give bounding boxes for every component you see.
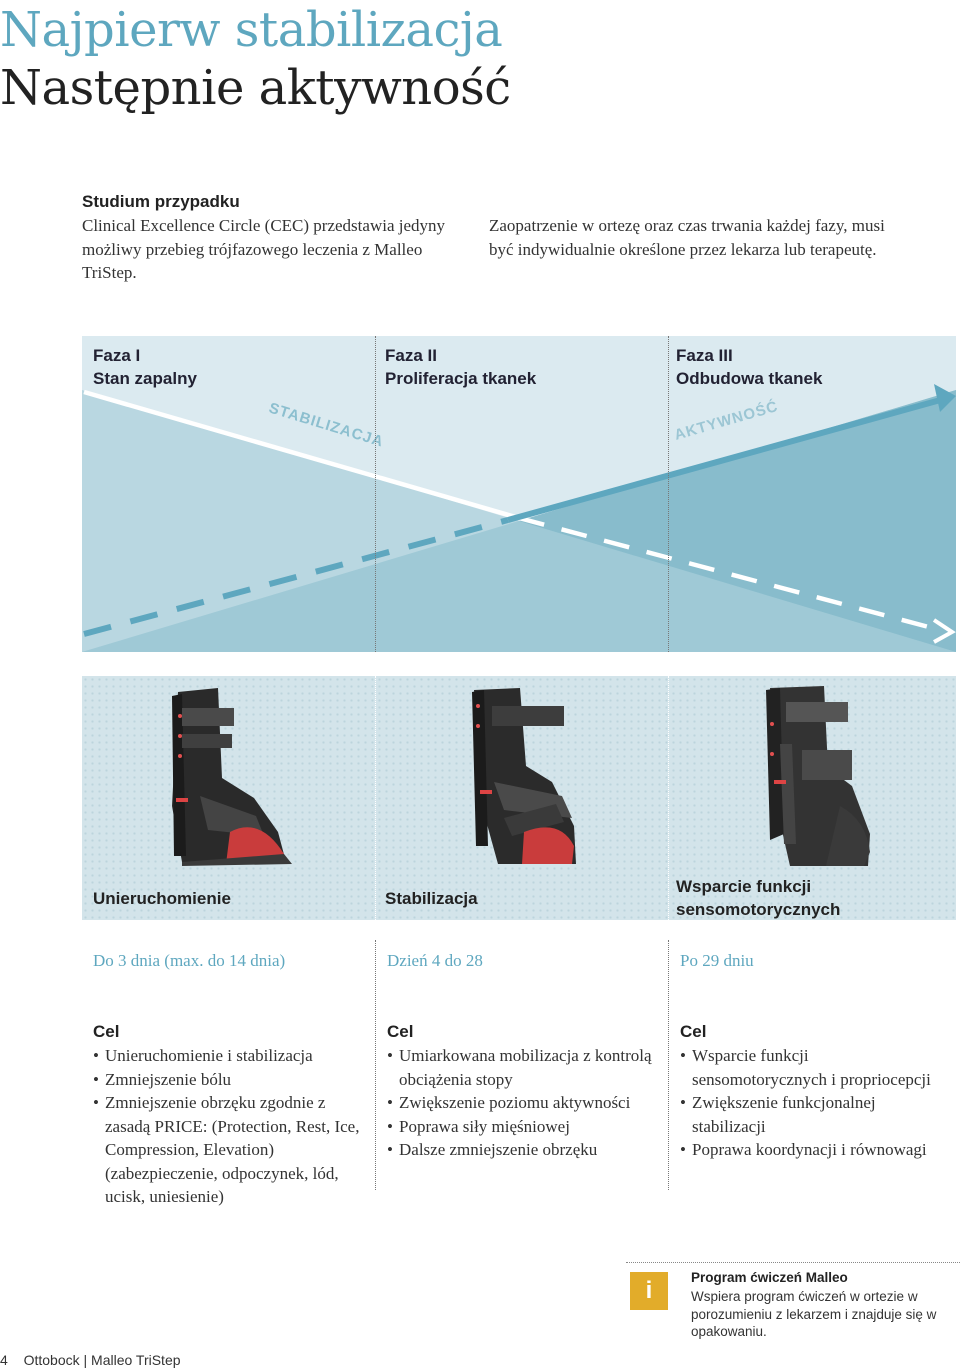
phase-3-label: Faza III Odbudowa tkanek bbox=[676, 344, 822, 390]
orthosis-stabilization-image bbox=[472, 688, 576, 864]
case-study-heading: Studium przypadku bbox=[82, 192, 240, 211]
activity-line-solid bbox=[507, 396, 945, 523]
goals-phase-2: Cel Umiarkowana mobilizacja z kontrolą o… bbox=[387, 1022, 662, 1162]
duration-phase-1: Do 3 dnia (max. do 14 dnia) bbox=[93, 951, 286, 970]
page-number: 4 bbox=[0, 1352, 8, 1368]
phase-3-name: Faza III bbox=[676, 346, 733, 365]
phase-1-name: Faza I bbox=[93, 346, 141, 365]
goal-separator-2 bbox=[668, 940, 669, 1190]
goals-phase-3: Cel Wsparcie funkcji sensomotorycznych i… bbox=[680, 1022, 940, 1162]
info-text: Wspiera program ćwiczeń w ortezie w poro… bbox=[691, 1289, 937, 1339]
device-separator-2 bbox=[668, 676, 669, 920]
list-item: Dalsze zmniejszenie obrzęku bbox=[387, 1138, 662, 1162]
list-item: Umiarkowana mobilizacja z kontrolą obcią… bbox=[387, 1044, 662, 1091]
goal-heading: Cel bbox=[387, 1022, 414, 1041]
device-label-stabilization: Stabilizacja bbox=[385, 889, 478, 908]
case-study-text: Clinical Excellence Circle (CEC) przedst… bbox=[82, 214, 472, 285]
info-title: Program ćwiczeń Malleo bbox=[691, 1270, 848, 1285]
list-item: Poprawa siły mięśniowej bbox=[387, 1115, 662, 1139]
orthosis-sensorimotor-image bbox=[766, 686, 870, 866]
page-title-line2: Następnie aktywność bbox=[0, 60, 511, 116]
exercise-program-info bbox=[626, 1262, 960, 1349]
activity-area-dark bbox=[519, 390, 956, 652]
device-separator-1 bbox=[375, 676, 376, 920]
goal-separator-1 bbox=[375, 940, 376, 1190]
stabilization-line-dashed bbox=[518, 515, 941, 633]
brand-name: Ottobock bbox=[23, 1352, 80, 1368]
duration-phase-2: Dzień 4 do 28 bbox=[387, 951, 483, 970]
phase-1-label: Faza I Stan zapalny bbox=[93, 344, 197, 390]
page-title-line1: Najpierw stabilizacja bbox=[0, 2, 503, 58]
list-item: Wsparcie funkcji sensomotorycznych i pro… bbox=[680, 1044, 940, 1091]
list-item: Zmniejszenie obrzęku zgodnie z zasadą PR… bbox=[93, 1091, 361, 1209]
device-label-immobilization: Unieruchomienie bbox=[93, 889, 231, 908]
activity-arrow-icon bbox=[934, 384, 956, 412]
stabilization-arrow-icon bbox=[932, 618, 956, 644]
duration-phase-3: Po 29 dniu bbox=[680, 951, 754, 970]
phase-3-subtitle: Odbudowa tkanek bbox=[676, 369, 823, 388]
phase-separator-1 bbox=[375, 336, 376, 652]
device-label-sensorimotor: Wsparcie funkcji sensomotorycznych bbox=[676, 877, 841, 919]
footer-separator: | bbox=[83, 1352, 88, 1368]
overlap-area bbox=[82, 521, 956, 652]
case-study-paragraph: Clinical Excellence Circle (CEC) przedst… bbox=[82, 216, 446, 282]
list-item: Poprawa koordynacji i równowagi bbox=[680, 1138, 940, 1162]
list-item: Zmniejszenie bólu bbox=[93, 1068, 361, 1092]
phase-2-label: Faza II Proliferacja tkanek bbox=[385, 344, 536, 390]
list-item: Zwiększenie poziomu aktywności bbox=[387, 1091, 662, 1115]
stabilization-line-solid bbox=[83, 389, 520, 521]
info-icon: i bbox=[630, 1272, 668, 1310]
activity-line-dashed bbox=[83, 517, 509, 637]
list-item: Zwiększenie funkcjonalnej stabilizacji bbox=[680, 1091, 940, 1138]
phase-separator-2 bbox=[668, 336, 669, 652]
phase-2-name: Faza II bbox=[385, 346, 437, 365]
phase-1-subtitle: Stan zapalny bbox=[93, 369, 197, 388]
fitting-note-text: Zaopatrzenie w ortezę oraz czas trwania … bbox=[489, 216, 885, 259]
goal-heading: Cel bbox=[93, 1022, 120, 1041]
orthosis-immobilization-image bbox=[172, 688, 292, 866]
phase-2-subtitle: Proliferacja tkanek bbox=[385, 369, 537, 388]
page-footer: 4 Ottobock | Malleo TriStep bbox=[0, 1352, 181, 1368]
list-item: Unieruchomienie i stabilizacja bbox=[93, 1044, 361, 1068]
goals-phase-1: Cel Unieruchomienie i stabilizacja Zmnie… bbox=[93, 1022, 361, 1209]
product-name: Malleo TriStep bbox=[91, 1352, 181, 1368]
goal-heading: Cel bbox=[680, 1022, 707, 1041]
